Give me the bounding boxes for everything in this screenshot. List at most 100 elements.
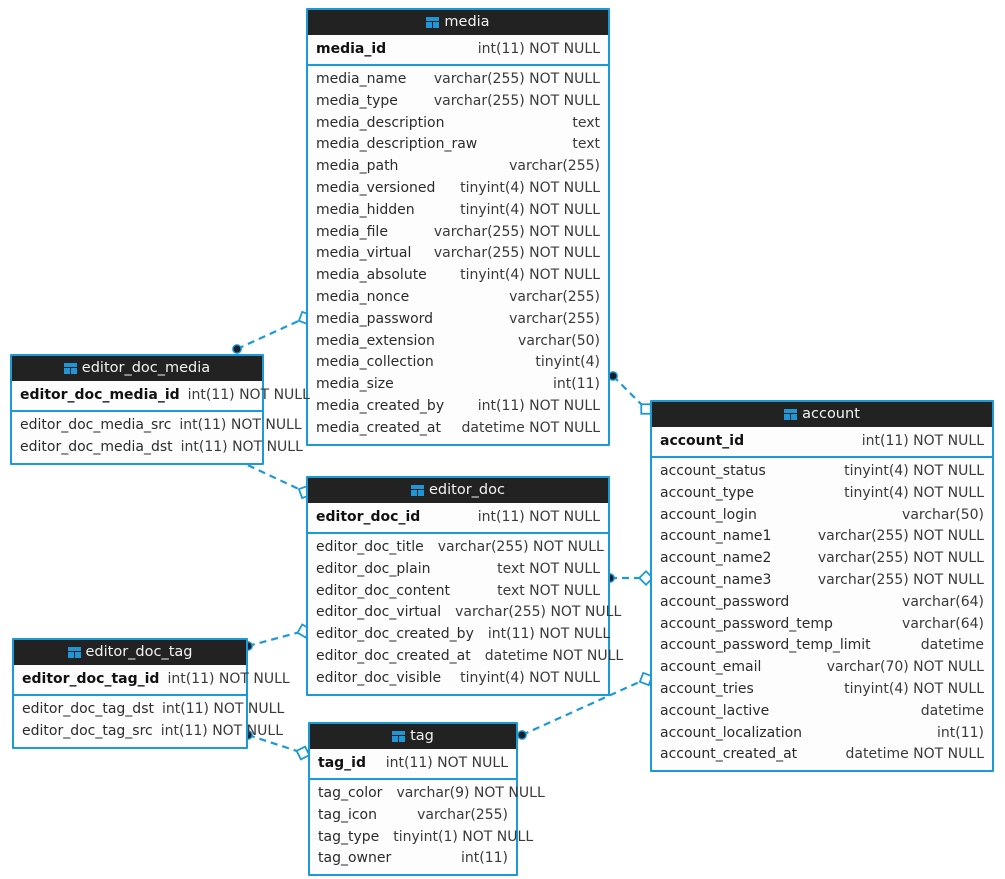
column-name: account_name3	[660, 571, 772, 588]
column-name: editor_doc_title	[316, 539, 424, 555]
column-name: media_absolute	[316, 267, 427, 284]
table-icon	[411, 484, 424, 496]
column-name: media_hidden	[316, 201, 415, 218]
column-type: int(11) NOT NULL	[179, 417, 302, 433]
column-list: media_name varchar(255) NOT NULL media_typ…	[308, 66, 608, 444]
column-name: media_size	[316, 376, 394, 393]
column-type: varchar(255) NOT NULL	[433, 245, 600, 262]
column-name: account_name2	[660, 550, 772, 567]
column-row: media_description text	[308, 113, 608, 135]
column-name: tag_owner	[318, 850, 392, 867]
column-type: int(11) NOT NULL	[187, 387, 310, 403]
column-name: editor_doc_created_by	[316, 626, 474, 643]
entity-header-tag[interactable]: tag	[310, 724, 516, 749]
column-name: editor_doc_visible	[316, 669, 442, 686]
entity-title: editor_doc	[429, 482, 505, 498]
column-type: varchar(255) NOT NULL	[437, 539, 604, 555]
column-name: account_password_temp_limit	[660, 637, 871, 654]
column-type: datetime NOT NULL	[845, 746, 984, 763]
column-name: account_type	[660, 484, 755, 501]
column-name: account_id	[660, 433, 745, 449]
entity-header-editor_doc_tag[interactable]: editor_doc_tag	[14, 640, 246, 665]
table-icon	[426, 16, 440, 28]
primary-key-section: account_id int(11) NOT NULL	[652, 427, 992, 458]
entity-header-editor_doc_media[interactable]: editor_doc_media	[12, 356, 262, 381]
entity-header-editor_doc[interactable]: editor_doc	[308, 478, 608, 503]
column-type: varchar(50)	[518, 332, 600, 349]
column-type: varchar(255) NOT NULL	[817, 550, 984, 567]
column-name: media_description	[316, 114, 445, 131]
column-type: int(11) NOT NULL	[487, 626, 611, 643]
column-row: media_extension varchar(50)	[308, 331, 608, 353]
column-name: media_type	[316, 92, 398, 109]
relationship-endpoint-dot	[232, 344, 242, 354]
column-name: media_id	[316, 41, 387, 57]
column-type: text	[572, 114, 600, 131]
entity-header-media[interactable]: media	[308, 10, 608, 35]
column-name: media_file	[316, 223, 388, 240]
column-type: int(11) NOT NULL	[180, 438, 303, 455]
column-name: media_description_raw	[316, 136, 478, 153]
column-name: media_versioned	[316, 179, 436, 196]
column-row: editor_doc_created_by int(11) NOT NULL	[308, 624, 611, 646]
column-name: media_extension	[316, 332, 435, 349]
column-name: editor_doc_virtual	[316, 604, 442, 621]
column-type: datetime NOT NULL	[484, 647, 624, 664]
column-name: media_name	[316, 71, 407, 87]
column-row: media_nonce varchar(255)	[308, 287, 608, 309]
column-type: varchar(255) NOT NULL	[433, 71, 600, 87]
entity-header-account[interactable]: account	[652, 402, 992, 427]
column-type: datetime	[920, 637, 984, 654]
table-icon	[67, 646, 81, 658]
column-row: tag_owner int(11)	[310, 848, 516, 870]
column-type: int(11) NOT NULL	[477, 397, 600, 414]
entity-title: editor_doc_media	[81, 360, 211, 376]
entity-title: tag	[410, 728, 434, 744]
column-type: varchar(255)	[509, 310, 600, 327]
column-type: int(11) NOT NULL	[861, 433, 984, 449]
column-row: editor_doc_title varchar(255) NOT NULL	[308, 537, 608, 559]
relationship-line-rel-editor-doc-media-to-editor-doc	[236, 459, 306, 493]
column-type: int(11)	[461, 850, 508, 867]
column-name: media_nonce	[316, 288, 410, 305]
entity-title: editor_doc_tag	[85, 644, 193, 660]
column-type: varchar(50)	[902, 506, 984, 523]
column-name: account_localization	[660, 724, 803, 741]
primary-key-row: account_id int(11) NOT NULL	[652, 427, 992, 456]
column-type: tinyint(4) NOT NULL	[844, 484, 984, 501]
column-type: varchar(255)	[509, 288, 600, 305]
column-type: varchar(255)	[509, 158, 600, 175]
column-name: account_lactive	[660, 702, 770, 719]
